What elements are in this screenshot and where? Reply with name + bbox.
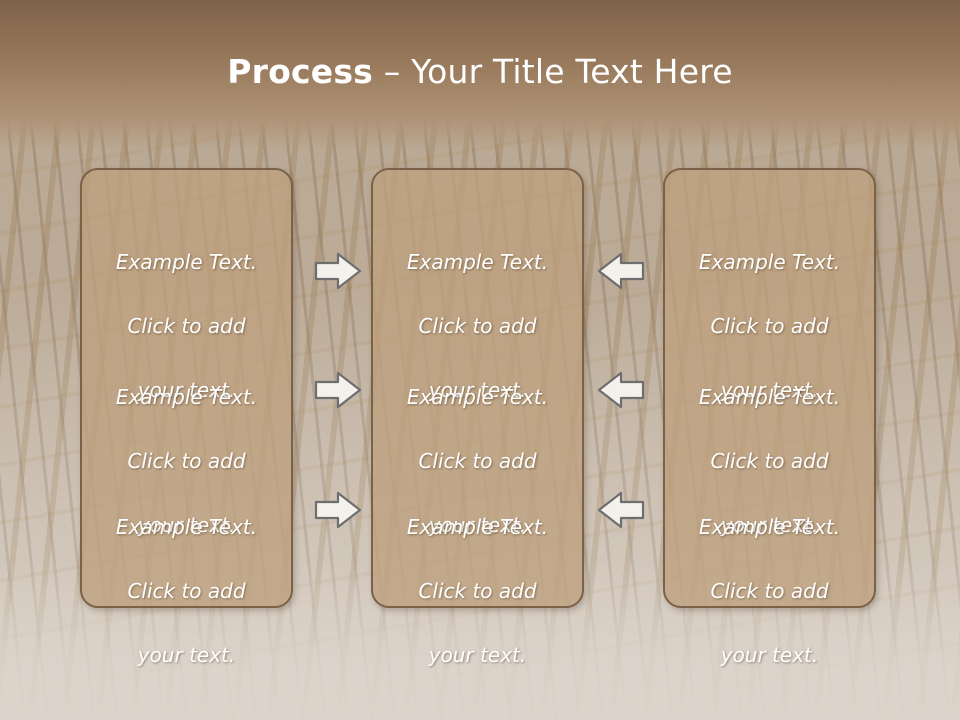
- arrow-right-icon: [314, 491, 362, 529]
- text-line: Example Text.: [698, 250, 841, 274]
- title-bold: Process: [227, 52, 374, 91]
- text-block[interactable]: Example Text. Click to add your text.: [82, 214, 291, 438]
- text-block[interactable]: Example Text. Click to add your text.: [82, 479, 291, 703]
- arrow-right-icon: [314, 371, 362, 409]
- text-line: your text.: [137, 643, 236, 667]
- text-line: your text.: [720, 643, 819, 667]
- text-line: Click to add: [127, 449, 246, 473]
- arrow-right-icon: [314, 252, 362, 290]
- text-line: your text.: [428, 643, 527, 667]
- arrow-left-icon: [597, 252, 645, 290]
- text-line: Click to add: [710, 449, 829, 473]
- text-block[interactable]: Example Text. Click to add your text.: [665, 349, 874, 573]
- text-line: Example Text.: [406, 385, 549, 409]
- text-block[interactable]: Example Text. Click to add your text.: [82, 349, 291, 573]
- text-line: Example Text.: [698, 385, 841, 409]
- text-line: your text.: [720, 378, 819, 402]
- text-line: Click to add: [127, 314, 246, 338]
- text-line: Click to add: [418, 314, 537, 338]
- text-line: your text.: [137, 513, 236, 537]
- text-line: Click to add: [710, 314, 829, 338]
- text-line: Click to add: [418, 449, 537, 473]
- text-block[interactable]: Example Text. Click to add your text.: [373, 479, 582, 703]
- text-line: your text.: [428, 513, 527, 537]
- text-line: Click to add: [418, 579, 537, 603]
- slide-title[interactable]: Process – Your Title Text Here: [0, 52, 960, 91]
- text-line: Example Text.: [406, 515, 549, 539]
- text-line: Example Text.: [115, 385, 258, 409]
- text-line: Example Text.: [406, 250, 549, 274]
- text-line: your text.: [428, 378, 527, 402]
- text-block[interactable]: Example Text. Click to add your text.: [373, 349, 582, 573]
- text-line: your text.: [720, 513, 819, 537]
- process-box-center[interactable]: Example Text. Click to add your text. Ex…: [371, 168, 584, 667]
- arrow-left-icon: [597, 371, 645, 409]
- text-block[interactable]: Example Text. Click to add your text.: [665, 214, 874, 438]
- text-line: your text.: [137, 378, 236, 402]
- text-line: Example Text.: [698, 515, 841, 539]
- text-block[interactable]: Example Text. Click to add your text.: [665, 479, 874, 703]
- text-line: Example Text.: [115, 250, 258, 274]
- text-line: Click to add: [127, 579, 246, 603]
- arrow-left-icon: [597, 491, 645, 529]
- process-box-right[interactable]: Example Text. Click to add your text. Ex…: [663, 168, 876, 667]
- title-rest: – Your Title Text Here: [373, 52, 733, 91]
- title-bar: [0, 0, 960, 150]
- text-line: Click to add: [710, 579, 829, 603]
- text-line: Example Text.: [115, 515, 258, 539]
- process-box-left[interactable]: Example Text. Click to add your text. Ex…: [80, 168, 293, 667]
- text-block[interactable]: Example Text. Click to add your text.: [373, 214, 582, 438]
